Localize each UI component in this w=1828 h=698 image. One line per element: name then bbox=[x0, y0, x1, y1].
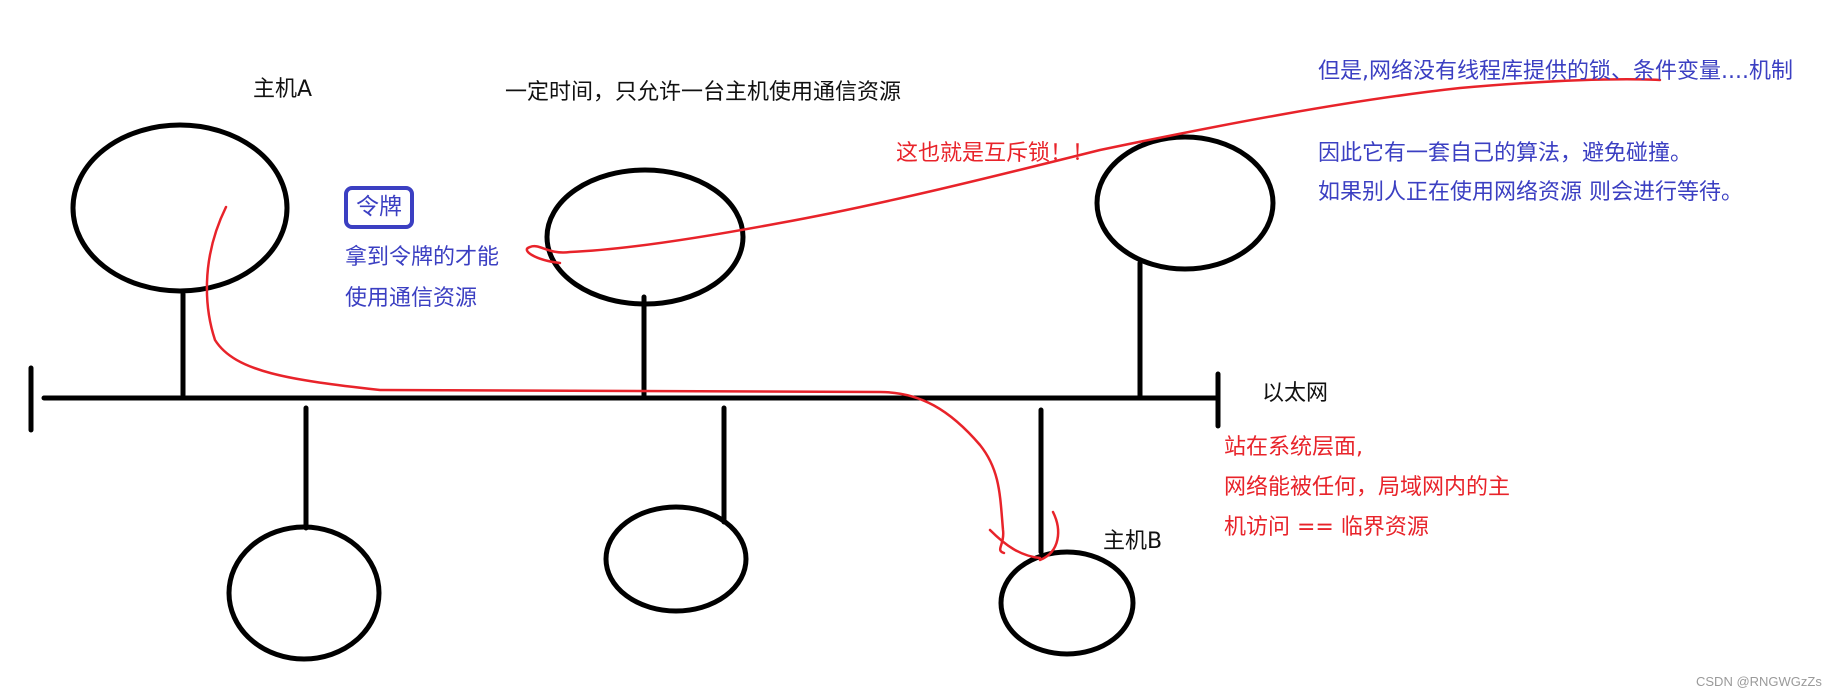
critical-note-line1: 站在系统层面, bbox=[1224, 435, 1363, 460]
time-rule-label: 一定时间，只允许一台主机使用通信资源 bbox=[505, 80, 902, 105]
mutex-note: 这也就是互斥锁！！ bbox=[896, 141, 1095, 166]
curve-mutex-to-rule bbox=[525, 78, 1662, 265]
network-note-line3: 如果别人正在使用网络资源 则会进行等待。 bbox=[1318, 180, 1743, 205]
critical-note-line3: 机访问 == 临界资源 bbox=[1224, 515, 1429, 540]
host-a-circle bbox=[70, 122, 290, 294]
network-note-line1: 但是,网络没有线程库提供的锁、条件变量....机制 bbox=[1318, 59, 1793, 84]
host-b-circle bbox=[998, 549, 1136, 657]
ethernet-label: 以太网 bbox=[1262, 381, 1329, 406]
critical-note-line2: 网络能被任何，局域网内的主 bbox=[1224, 475, 1511, 500]
host-bottom-mid-circle bbox=[603, 504, 749, 614]
watermark: CSDN @RNGWGzZs bbox=[1696, 674, 1822, 689]
token-box: 令牌 bbox=[344, 186, 414, 229]
network-note-line2: 因此它有一套自己的算法，避免碰撞。 bbox=[1318, 141, 1693, 166]
host-b-label: 主机B bbox=[1103, 529, 1163, 554]
host-bottom-left-circle bbox=[226, 524, 382, 662]
token-note-line1: 拿到令牌的才能 bbox=[345, 245, 500, 270]
host-top-right-circle bbox=[1094, 134, 1276, 272]
host-a-label: 主机A bbox=[253, 77, 313, 102]
host-top-mid-circle bbox=[544, 167, 746, 307]
token-note-line2: 使用通信资源 bbox=[345, 286, 478, 311]
path-host-a-to-host-b bbox=[205, 205, 1006, 555]
arrow-head-left bbox=[988, 528, 1042, 560]
arrow-head-right bbox=[1038, 510, 1060, 562]
